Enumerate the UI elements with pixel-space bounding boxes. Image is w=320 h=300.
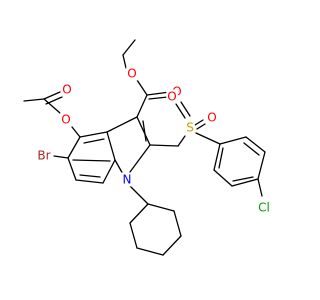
bond — [245, 136, 266, 153]
bond — [232, 176, 254, 182]
bond — [213, 169, 233, 187]
bond — [71, 126, 81, 138]
bond — [136, 79, 148, 96]
bond — [136, 116, 151, 146]
bond — [149, 144, 179, 147]
acetyl-carbonyl-oxygen-label: O — [62, 83, 71, 97]
bond — [106, 116, 138, 133]
bond — [67, 157, 77, 181]
bond — [122, 54, 127, 69]
bond — [213, 143, 221, 171]
bond — [162, 235, 182, 256]
bond — [23, 98, 45, 102]
bond — [195, 132, 221, 145]
acetyl-ester-oxygen-label: O — [61, 113, 70, 127]
bond — [129, 144, 151, 173]
bond — [136, 94, 148, 118]
sulfonyl-oxygen-right-label: O — [207, 111, 216, 125]
bond — [177, 135, 186, 147]
bromine-label: Br — [37, 149, 50, 163]
atom-labels: O O O O S O O Br N Cl — [36, 66, 271, 215]
bond — [43, 91, 61, 100]
molecule-structure: O O O O S O O Br N Cl — [23, 39, 271, 256]
bond — [194, 119, 204, 126]
bond — [136, 247, 164, 256]
bond — [79, 174, 101, 178]
label-background — [121, 172, 133, 187]
label-background — [166, 89, 178, 104]
bond — [43, 98, 61, 114]
ester-ether-oxygen-label: O — [127, 67, 136, 81]
bond — [243, 142, 260, 156]
label-background — [126, 66, 138, 81]
bond — [129, 222, 138, 249]
bond — [257, 178, 263, 197]
bond — [148, 96, 169, 100]
bond — [196, 123, 206, 130]
bond — [257, 151, 266, 180]
label-background — [185, 120, 195, 135]
structure-canvas: O O O O S O O Br N Cl — [23, 39, 271, 256]
nitrogen-label: N — [123, 173, 132, 187]
bond — [142, 120, 147, 142]
bond — [79, 131, 108, 138]
label-background — [206, 110, 218, 125]
bond — [218, 147, 224, 169]
bond — [175, 103, 186, 119]
bond — [53, 155, 69, 159]
bond — [180, 101, 191, 117]
label-background — [36, 148, 52, 163]
bond — [146, 91, 171, 96]
bond — [106, 131, 116, 161]
bond — [129, 185, 149, 205]
bond — [83, 138, 105, 144]
label-background — [60, 112, 72, 127]
bond — [129, 203, 149, 224]
label-background — [257, 200, 271, 215]
bond — [67, 136, 81, 159]
bond — [122, 39, 136, 56]
bond — [173, 210, 182, 237]
bond — [147, 203, 175, 212]
label-background — [61, 82, 73, 97]
bond — [231, 178, 259, 187]
chlorine-label: Cl — [258, 201, 270, 215]
sulfur-label: S — [186, 121, 194, 135]
sulfonyl-oxygen-left-label: O — [167, 90, 176, 104]
bond — [102, 159, 116, 184]
bond — [75, 179, 104, 184]
bond — [72, 159, 111, 162]
bonds — [23, 39, 266, 256]
bond — [219, 136, 247, 145]
